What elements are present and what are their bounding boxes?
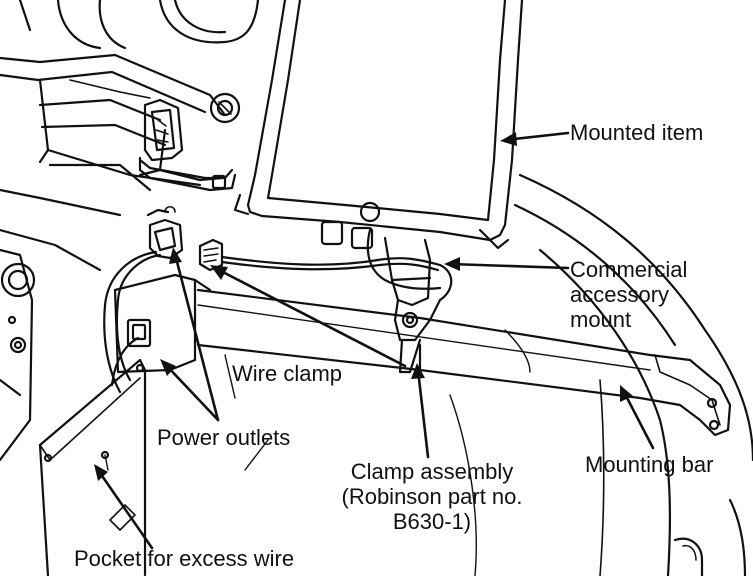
cabin-frame (449, 173, 753, 576)
label-power-outlets: Power outlets (157, 425, 291, 450)
label-clamp-assembly: Clamp assembly (Robinson part no. B630-1… (337, 459, 527, 534)
leader-lines (96, 131, 655, 550)
label-wire-clamp: Wire clamp (232, 361, 343, 386)
arrowheads (94, 132, 633, 481)
label-clamp-line-3: B630-1) (392, 509, 472, 534)
outlet-box (113, 205, 224, 374)
panel-controls (138, 92, 241, 192)
label-commercial-accessory-mount: Commercial accessory mount (570, 257, 687, 332)
left-console (0, 248, 36, 462)
label-clamp-line-2: (Robinson part no. (341, 484, 523, 509)
mounting-bar (196, 288, 732, 437)
label-commercial-line-2: accessory (570, 282, 670, 307)
wire-pocket (38, 354, 269, 576)
accessory-mount (383, 236, 442, 374)
label-clamp-line-1: Clamp assembly (350, 459, 514, 484)
label-commercial-line-3: mount (570, 307, 632, 332)
mounted-item (233, 0, 524, 250)
instrument-panel (0, 0, 260, 272)
label-mounted-item: Mounted item (570, 120, 704, 145)
label-pocket-for-excess-wire: Pocket for excess wire (74, 546, 295, 571)
label-mounting-bar: Mounting bar (585, 452, 714, 477)
label-commercial-line-1: Commercial (570, 257, 688, 282)
